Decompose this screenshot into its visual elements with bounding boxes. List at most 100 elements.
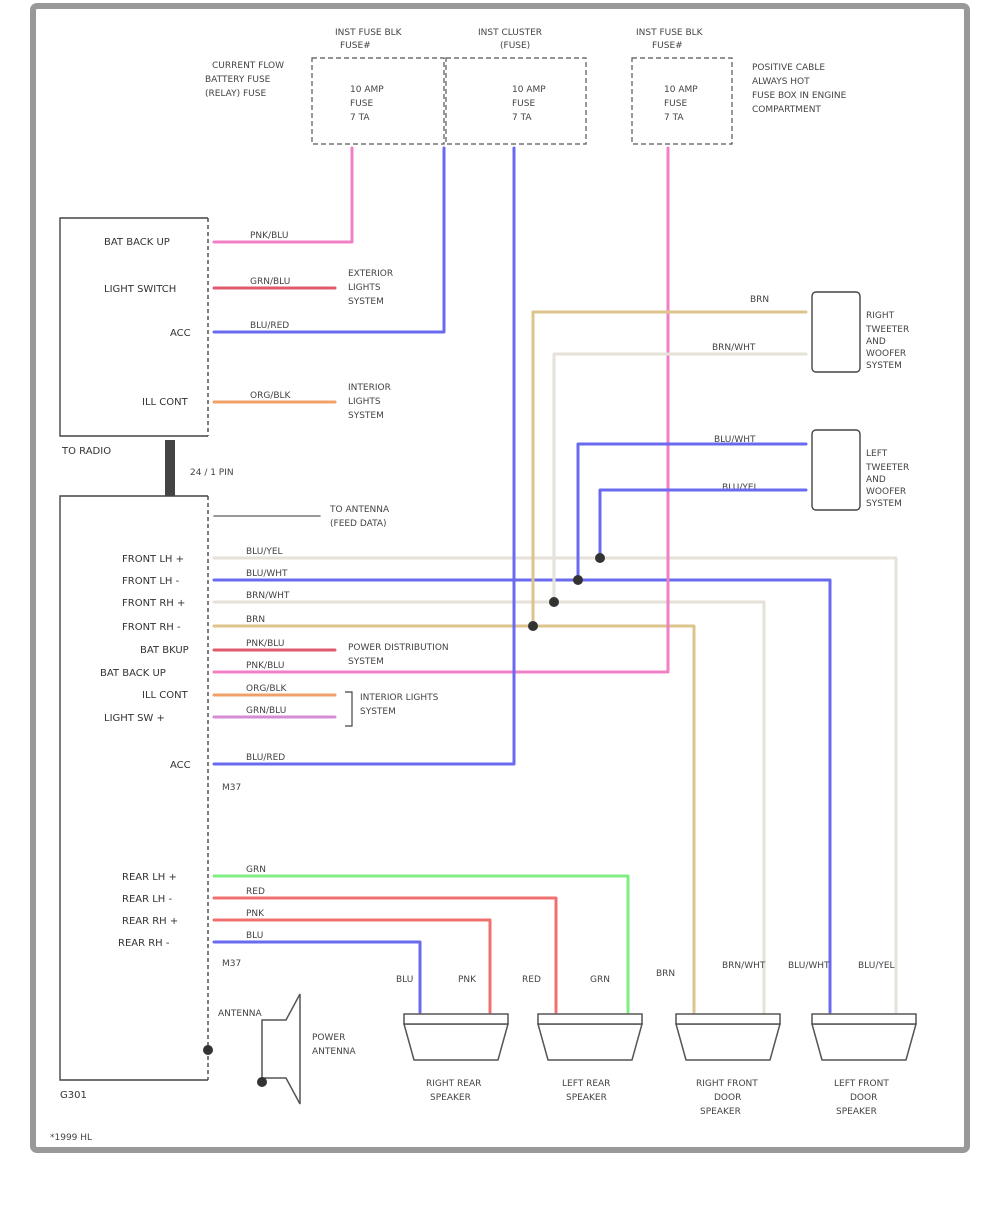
svg-text:BRN/WHT: BRN/WHT bbox=[712, 343, 756, 353]
svg-text:BAT BKUP: BAT BKUP bbox=[140, 645, 189, 656]
svg-text:BATTERY FUSE: BATTERY FUSE bbox=[205, 75, 271, 85]
svg-text:POWER DISTRIBUTION: POWER DISTRIBUTION bbox=[348, 643, 449, 653]
svg-text:PNK/BLU: PNK/BLU bbox=[246, 661, 284, 671]
svg-text:ALWAYS HOT: ALWAYS HOT bbox=[752, 77, 810, 87]
svg-text:FRONT LH +: FRONT LH + bbox=[122, 554, 184, 565]
svg-text:ANTENNA: ANTENNA bbox=[218, 1009, 263, 1019]
svg-text:BLU/YEL: BLU/YEL bbox=[722, 483, 759, 493]
radio-wires-lower: GRN RED PNK BLU bbox=[212, 865, 630, 1014]
svg-text:INST FUSE BLK: INST FUSE BLK bbox=[335, 28, 403, 38]
fuse-block-3-note: POSITIVE CABLE ALWAYS HOT FUSE BOX IN EN… bbox=[752, 63, 847, 115]
svg-text:BLU/RED: BLU/RED bbox=[250, 321, 289, 331]
svg-text:SYSTEM: SYSTEM bbox=[360, 707, 396, 717]
svg-text:SPEAKER: SPEAKER bbox=[430, 1093, 471, 1103]
svg-text:TWEETER: TWEETER bbox=[865, 325, 909, 335]
svg-text:PNK: PNK bbox=[458, 975, 477, 985]
svg-text:SYSTEM: SYSTEM bbox=[866, 361, 902, 371]
svg-text:POSITIVE CABLE: POSITIVE CABLE bbox=[752, 63, 825, 73]
interior-lights-target-bottom: INTERIOR LIGHTS SYSTEM bbox=[345, 691, 439, 727]
svg-text:GRN/BLU: GRN/BLU bbox=[246, 706, 286, 716]
diagram-footer: *1999 HL bbox=[50, 1133, 92, 1143]
svg-text:10 AMP: 10 AMP bbox=[512, 85, 546, 95]
tweeter-wire-labels: BRN BRN/WHT BLU/WHT BLU/YEL bbox=[712, 295, 769, 493]
svg-text:10 AMP: 10 AMP bbox=[350, 85, 384, 95]
svg-text:FRONT RH -: FRONT RH - bbox=[122, 622, 181, 633]
fuse-block-1: INST FUSE BLK FUSE# 10 AMP FUSE 7 TA bbox=[311, 28, 445, 145]
svg-text:BLU: BLU bbox=[396, 975, 413, 985]
svg-text:ILL CONT: ILL CONT bbox=[142, 397, 189, 408]
speaker-left-front-door: BLU/WHT BLU/YEL LEFT FRONT DOOR SPEAKER bbox=[788, 961, 917, 1117]
svg-text:BLU/RED: BLU/RED bbox=[246, 753, 285, 763]
svg-text:ORG/BLK: ORG/BLK bbox=[246, 684, 288, 694]
svg-text:BLU/WHT: BLU/WHT bbox=[788, 961, 830, 971]
svg-text:GRN: GRN bbox=[246, 865, 266, 875]
svg-text:PNK: PNK bbox=[246, 909, 265, 919]
svg-text:BLU/WHT: BLU/WHT bbox=[246, 569, 288, 579]
svg-text:GRN: GRN bbox=[590, 975, 610, 985]
svg-text:WOOFER: WOOFER bbox=[866, 349, 906, 359]
svg-text:BAT BACK UP: BAT BACK UP bbox=[104, 237, 170, 248]
svg-text:COMPARTMENT: COMPARTMENT bbox=[752, 105, 821, 115]
svg-text:AND: AND bbox=[866, 475, 886, 485]
svg-text:REAR LH +: REAR LH + bbox=[122, 872, 177, 883]
svg-text:LIGHTS: LIGHTS bbox=[348, 397, 381, 407]
svg-text:INST FUSE BLK: INST FUSE BLK bbox=[636, 28, 704, 38]
svg-text:RIGHT FRONT: RIGHT FRONT bbox=[696, 1079, 758, 1089]
svg-text:ACC: ACC bbox=[170, 760, 191, 771]
fuse-block-3: INST FUSE BLK FUSE# 10 AMP FUSE 7 TA bbox=[631, 28, 733, 145]
svg-text:ANTENNA: ANTENNA bbox=[312, 1047, 357, 1057]
svg-text:POWER: POWER bbox=[312, 1033, 345, 1043]
svg-text:FUSE: FUSE bbox=[350, 99, 373, 109]
svg-text:LIGHT SWITCH: LIGHT SWITCH bbox=[104, 284, 176, 295]
svg-text:SYSTEM: SYSTEM bbox=[348, 657, 384, 667]
svg-text:BRN/WHT: BRN/WHT bbox=[722, 961, 766, 971]
module-radio: G301 M37 M37 ANTENNA bbox=[59, 495, 263, 1101]
svg-text:CURRENT FLOW: CURRENT FLOW bbox=[212, 61, 284, 71]
svg-text:TO RADIO: TO RADIO bbox=[61, 446, 111, 457]
diagram-frame bbox=[30, 3, 970, 1153]
svg-text:REAR RH +: REAR RH + bbox=[122, 916, 178, 927]
svg-text:LIGHTS: LIGHTS bbox=[348, 283, 381, 293]
svg-text:SYSTEM: SYSTEM bbox=[348, 411, 384, 421]
svg-text:SPEAKER: SPEAKER bbox=[836, 1107, 877, 1117]
fuse-block-1-note: CURRENT FLOW BATTERY FUSE (RELAY) FUSE bbox=[205, 61, 284, 99]
svg-text:7 TA: 7 TA bbox=[664, 113, 684, 123]
svg-text:SYSTEM: SYSTEM bbox=[866, 499, 902, 509]
tweeter-feeds bbox=[528, 310, 808, 631]
speaker-right-rear: BLU PNK RIGHT REAR SPEAKER bbox=[396, 975, 509, 1103]
power-antenna: POWER ANTENNA bbox=[257, 993, 357, 1105]
svg-text:LEFT FRONT: LEFT FRONT bbox=[834, 1079, 889, 1089]
svg-text:DOOR: DOOR bbox=[850, 1093, 877, 1103]
svg-text:RIGHT: RIGHT bbox=[866, 311, 895, 321]
svg-text:SPEAKER: SPEAKER bbox=[700, 1107, 741, 1117]
svg-text:BAT BACK UP: BAT BACK UP bbox=[100, 668, 166, 679]
svg-text:PNK/BLU: PNK/BLU bbox=[250, 231, 288, 241]
svg-text:EXTERIOR: EXTERIOR bbox=[348, 269, 393, 279]
svg-text:10 AMP: 10 AMP bbox=[664, 85, 698, 95]
svg-text:GRN/BLU: GRN/BLU bbox=[250, 277, 290, 287]
svg-text:(FEED DATA): (FEED DATA) bbox=[330, 519, 387, 529]
svg-text:FUSE#: FUSE# bbox=[652, 41, 683, 51]
svg-text:7 TA: 7 TA bbox=[512, 113, 532, 123]
svg-text:LEFT REAR: LEFT REAR bbox=[562, 1079, 610, 1089]
module-top: BAT BACK UP LIGHT SWITCH ACC ILL CONT TO… bbox=[59, 217, 234, 496]
svg-text:M37: M37 bbox=[222, 783, 241, 793]
svg-text:TWEETER: TWEETER bbox=[865, 463, 909, 473]
svg-text:BRN: BRN bbox=[246, 615, 265, 625]
svg-text:BLU/WHT: BLU/WHT bbox=[714, 435, 756, 445]
speaker-right-front-door: BRN BRN/WHT RIGHT FRONT DOOR SPEAKER bbox=[656, 961, 781, 1117]
svg-text:ILL CONT: ILL CONT bbox=[142, 690, 189, 701]
top-module-wires: PNK/BLU GRN/BLU BLU/RED ORG/BLK bbox=[212, 146, 446, 404]
svg-text:BLU/YEL: BLU/YEL bbox=[246, 547, 283, 557]
radio-pin-labels: FRONT LH + FRONT LH - FRONT RH + FRONT R… bbox=[100, 554, 191, 949]
svg-text:FRONT LH -: FRONT LH - bbox=[122, 576, 180, 587]
svg-text:ACC: ACC bbox=[170, 328, 191, 339]
svg-text:BRN: BRN bbox=[750, 295, 769, 305]
svg-text:REAR LH -: REAR LH - bbox=[122, 894, 173, 905]
svg-text:FRONT RH +: FRONT RH + bbox=[122, 598, 185, 609]
fuse-block-2: INST CLUSTER (FUSE) 10 AMP FUSE 7 TA bbox=[445, 28, 587, 145]
svg-text:LEFT: LEFT bbox=[866, 449, 888, 459]
svg-text:BLU/YEL: BLU/YEL bbox=[858, 961, 895, 971]
svg-text:FUSE: FUSE bbox=[512, 99, 535, 109]
